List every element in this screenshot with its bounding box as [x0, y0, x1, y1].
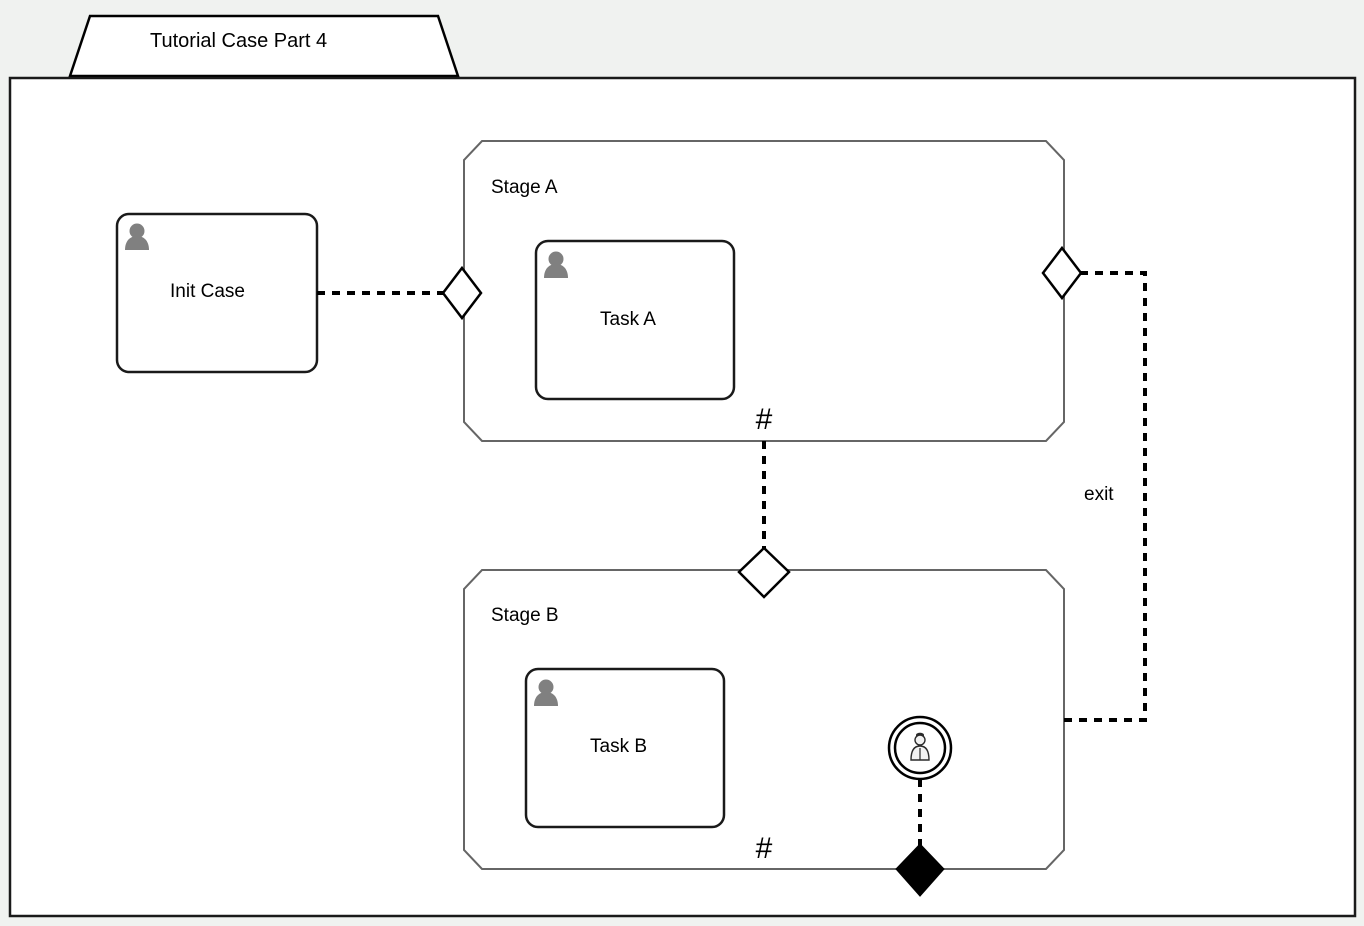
stage-a-collapse-expand-marker[interactable]: # — [756, 403, 773, 436]
user-event-person-glyph — [910, 732, 930, 761]
sentry-stage-a-exit[interactable] — [1041, 245, 1083, 301]
human-task-person-icon — [544, 251, 568, 278]
task-a[interactable] — [534, 239, 736, 401]
user-event-listener-icon[interactable] — [887, 715, 953, 781]
task-a-label: Task A — [600, 309, 656, 330]
stage-a[interactable]: # — [463, 140, 1065, 442]
task-b-label: Task B — [590, 736, 648, 757]
human-task-person-icon — [125, 223, 149, 250]
task-init-label: Init Case — [170, 281, 245, 302]
sentry-stage-b-exit[interactable] — [895, 843, 945, 897]
human-task-person-icon — [534, 679, 558, 706]
task-b[interactable] — [524, 667, 726, 829]
task-a-box — [534, 239, 736, 401]
sentry-stage-b-entry[interactable] — [737, 546, 791, 599]
connector-stage-a-exit-to-stage-b[interactable] — [1064, 271, 1147, 722]
stage-b[interactable]: # — [463, 569, 1065, 870]
task-init-case[interactable] — [115, 212, 319, 374]
stage-b-label: Stage B — [491, 605, 559, 626]
stage-b-collapse-expand-marker[interactable]: # — [756, 832, 773, 865]
stage-a-label: Stage A — [491, 177, 558, 198]
task-b-box — [524, 667, 726, 829]
exit-connector-label: exit — [1084, 484, 1114, 505]
case-header-trapezoid — [68, 14, 460, 78]
case-title: Tutorial Case Part 4 — [150, 30, 328, 52]
sentry-stage-a-entry[interactable] — [441, 265, 483, 321]
